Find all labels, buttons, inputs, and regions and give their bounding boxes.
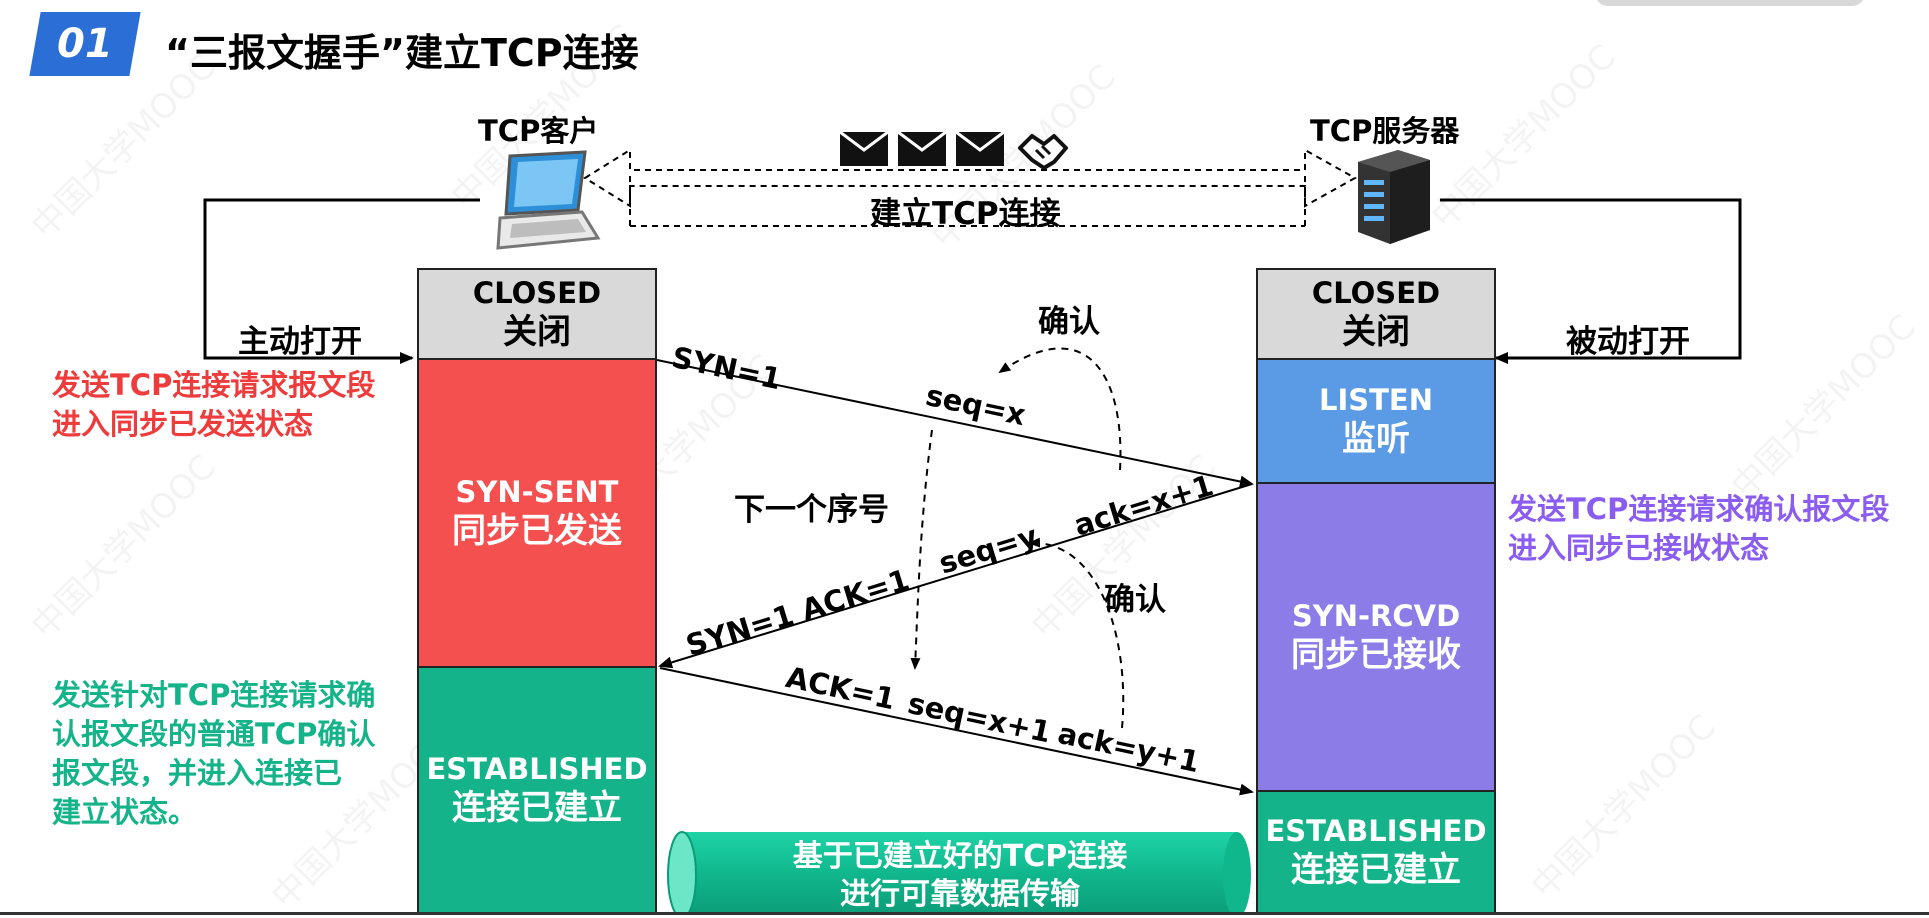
state-en: ESTABLISHED <box>426 752 648 787</box>
active-open-label: 主动打开 <box>238 324 362 360</box>
server-icon <box>1358 150 1430 244</box>
client-state-syn-sent: SYN-SENT 同步已发送 <box>417 360 657 668</box>
next-seq-label: 下一个序号 <box>734 492 889 528</box>
state-en: SYN-RCVD <box>1291 598 1461 633</box>
state-en: CLOSED <box>1311 275 1441 310</box>
connection-label: 建立TCP连接 <box>870 196 1061 232</box>
state-en: SYN-SENT <box>455 474 619 509</box>
client-ack-note: 发送针对TCP连接请求确 认报文段的普通TCP确认 报文段，并进入连接已 建立状… <box>52 678 376 830</box>
syn-ack-arrow <box>658 483 1253 669</box>
confirm-curve-2 <box>1028 537 1125 729</box>
client-send-note: 发送TCP连接请求报文段 进入同步已发送状态 <box>52 368 376 442</box>
state-zh: 关闭 <box>1342 311 1410 352</box>
envelope-icon <box>839 130 889 166</box>
state-zh: 关闭 <box>503 311 571 352</box>
state-en: CLOSED <box>472 275 602 310</box>
laptop-icon <box>496 150 601 250</box>
server-send-note: 发送TCP连接请求确认报文段 进入同步已接收状态 <box>1508 492 1890 566</box>
client-state-established: ESTABLISHED 连接已建立 <box>417 668 657 915</box>
server-state-syn-rcvd: SYN-RCVD 同步已接收 <box>1256 484 1496 792</box>
server-state-established: ESTABLISHED 连接已建立 <box>1256 792 1496 915</box>
bottom-divider <box>0 912 1929 915</box>
state-en: ESTABLISHED <box>1265 814 1487 849</box>
state-en: LISTEN <box>1318 382 1434 417</box>
client-label: TCP客户 <box>478 114 599 148</box>
state-zh: 连接已建立 <box>1291 850 1461 891</box>
state-zh: 连接已建立 <box>452 788 622 829</box>
server-state-closed: CLOSED 关闭 <box>1256 268 1496 360</box>
data-transfer-label: 基于已建立好的TCP连接 进行可靠数据传输 <box>792 839 1128 912</box>
envelope-icon <box>897 130 947 166</box>
next-seq-curve <box>910 429 933 670</box>
ack-arrow <box>659 667 1254 796</box>
envelope-icon <box>955 130 1005 166</box>
handshake-icon <box>1018 134 1068 170</box>
passive-open-arrow <box>1440 198 1742 364</box>
active-open-arrow <box>203 198 480 364</box>
connection-arrow <box>583 148 1358 230</box>
page-title: “三报文握手”建立TCP连接 <box>165 31 639 75</box>
state-zh: 同步已接收 <box>1291 634 1461 675</box>
confirm-label-1: 确认 <box>1038 304 1100 340</box>
confirm-label-2: 确认 <box>1104 582 1166 618</box>
state-zh: 监听 <box>1342 418 1410 459</box>
client-state-closed: CLOSED 关闭 <box>417 268 657 360</box>
passive-open-label: 被动打开 <box>1566 324 1690 360</box>
syn-arrow <box>656 359 1254 488</box>
scroll-indicator <box>1595 0 1865 6</box>
data-pipe <box>667 831 1251 915</box>
server-label: TCP服务器 <box>1310 114 1460 148</box>
server-state-listen: LISTEN 监听 <box>1256 360 1496 484</box>
state-zh: 同步已发送 <box>452 510 622 551</box>
